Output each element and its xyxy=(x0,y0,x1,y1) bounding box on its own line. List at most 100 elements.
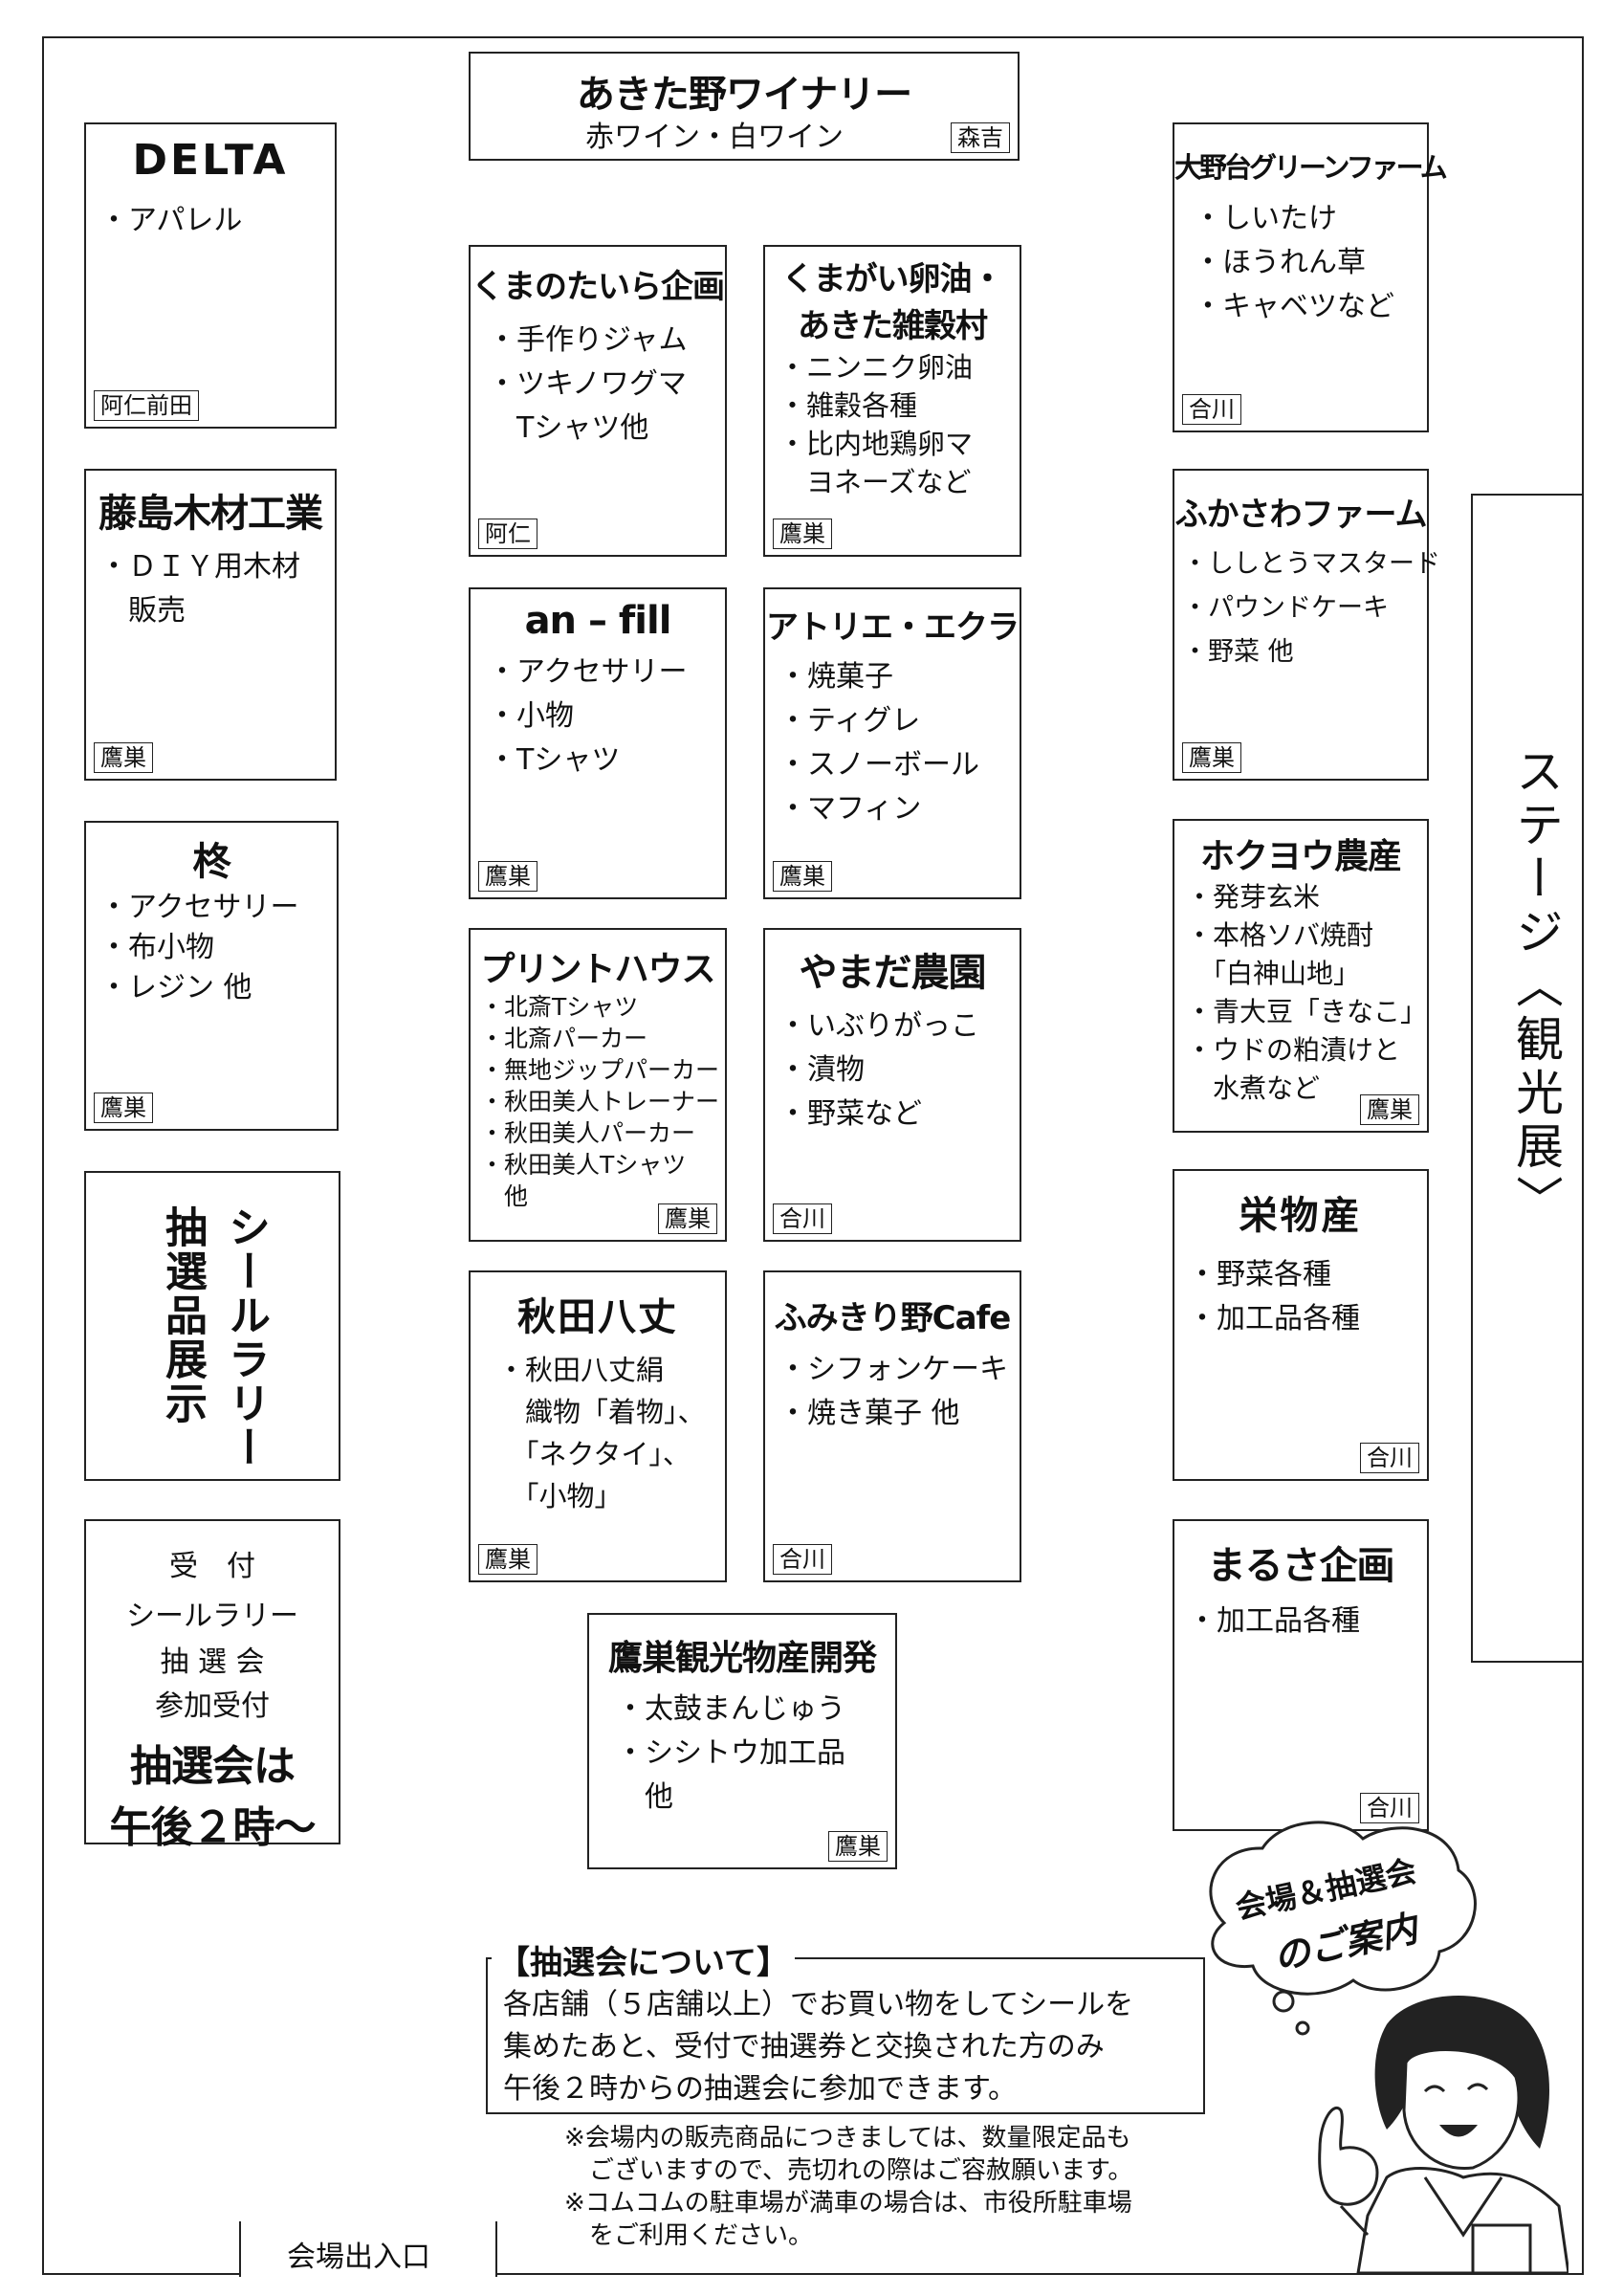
list-item: ・比内地鶏卵マ xyxy=(779,428,974,460)
booth-desc: 赤ワイン・白ワイン xyxy=(585,121,844,154)
list-item: 集めたあと、受付で抽選券と交換された方のみ xyxy=(503,2030,1105,2064)
area-tag: 鷹巣 xyxy=(478,1544,537,1575)
reception: 受 付 シールラリー 抽 選 会 参加受付 抽選会は 午後２時〜 xyxy=(84,1519,340,1852)
booth-items: ・焼菓子 ・ティグレ ・スノーボール ・マフィン xyxy=(779,655,1020,831)
booth-items: ・しいたけ ・ほうれん草 ・キャベツなど xyxy=(1194,197,1427,329)
lottery-info: 各店舗（５店舗以上）でお買い物をしてシールを 集めたあと、受付で抽選券と交換され… xyxy=(486,1957,1205,2114)
area-tag: 合川 xyxy=(1360,1793,1419,1823)
booth-delta: DELTA ・アパレル 阿仁前田 xyxy=(84,122,337,429)
stage: ステージ〈観光展〉 xyxy=(1471,494,1584,1663)
booth-items: ・シフォンケーキ ・焼き菓子 他 xyxy=(779,1348,1020,1436)
booth-name: くまのたいら企画 xyxy=(472,268,725,306)
note-line: ※会場内の販売商品につきましては、数量限定品も xyxy=(564,2124,1131,2152)
list-item: ・北斎Tシャツ xyxy=(480,993,639,1021)
reception-label: 参加受付 xyxy=(155,1689,270,1723)
booth-hokuyo: ホクヨウ農産 ・発芽玄米 ・本格ソバ焼酎 「白神山地」 ・青大豆「きなこ」 ・ウ… xyxy=(1173,819,1429,1133)
list-item: ・アクセサリー xyxy=(99,891,299,924)
lottery-text: 各店舗（５店舗以上）でお買い物をしてシールを 集めたあと、受付で抽選券と交換され… xyxy=(503,1984,1203,2110)
list-item: ・秋田美人トレーナー xyxy=(480,1088,720,1115)
list-item: ・小物 xyxy=(488,699,574,733)
booth-hachijo: 秋田八丈 ・秋田八丈絹 織物「着物」、 「ネクタイ」、 「小物」 鷹巣 xyxy=(469,1270,727,1582)
list-item: ・ティグレ xyxy=(779,704,921,738)
list-item: ・北斎パーカー xyxy=(480,1025,648,1052)
list-item: ・焼き菓子 他 xyxy=(779,1397,960,1430)
booth-name: 藤島木材工業 xyxy=(99,492,323,536)
list-item: 水煮など xyxy=(1186,1072,1321,1104)
sealrally-display: シールラリー 抽選品展示 xyxy=(84,1171,340,1481)
booth-name: まるさ企画 xyxy=(1207,1544,1395,1588)
area-tag: 鷹巣 xyxy=(773,519,832,549)
list-item: 他 xyxy=(616,1780,673,1814)
booth-onodai: 大野台グリーンファーム ・しいたけ ・ほうれん草 ・キャベツなど 合川 xyxy=(1173,122,1448,432)
list-item: ・ししとうマスタード xyxy=(1182,549,1440,579)
speech-bubble-icon xyxy=(1209,1821,1477,2036)
booth-name: an – fill xyxy=(524,599,672,643)
list-item: 各店舗（５店舗以上）でお買い物をしてシールを xyxy=(503,1988,1134,2021)
notes: ※会場内の販売商品につきましては、数量限定品も ございますので、売切れの際はご容… xyxy=(564,2122,1132,2252)
booth-yamada: やまだ農園 ・いぶりがっこ ・漬物 ・野菜など 合川 xyxy=(763,928,1021,1242)
booth-items: ・アパレル xyxy=(99,196,335,238)
booth-items: ・加工品各種 xyxy=(1188,1600,1427,1644)
area-tag: 合川 xyxy=(1360,1443,1419,1473)
entrance-left-line xyxy=(239,2221,241,2277)
list-item: ・アパレル xyxy=(99,204,243,237)
list-item: 「ネクタイ」、 xyxy=(497,1438,691,1470)
booth-atelier: アトリエ・エクラ ・焼菓子 ・ティグレ ・スノーボール ・マフィン 鷹巣 xyxy=(763,587,1021,899)
booth-name: アトリエ・エクラ xyxy=(766,608,1020,647)
area-tag: 森吉 xyxy=(951,122,1010,153)
list-item: ・いぶりがっこ xyxy=(779,1009,979,1043)
booth-sakae: 栄物産 ・野菜各種 ・加工品各種 合川 xyxy=(1173,1169,1429,1481)
area-tag: 鷹巣 xyxy=(478,861,537,892)
list-item: ・アクセサリー xyxy=(488,655,688,689)
area-tag: 鷹巣 xyxy=(1360,1094,1419,1125)
booth-print: プリントハウス ・北斎Tシャツ ・北斎パーカー ・無地ジップパーカー ・秋田美人… xyxy=(469,928,727,1242)
booth-takanosu: 鷹巣観光物産開発 ・太鼓まんじゅう ・シシトウ加工品 他 鷹巣 xyxy=(587,1613,897,1869)
list-item: ・秋田美人パーカー xyxy=(480,1119,696,1147)
area-tag: 鷹巣 xyxy=(94,1093,153,1123)
list-item: ・野菜 他 xyxy=(1182,637,1294,667)
list-item: ・布小物 xyxy=(99,931,214,964)
list-item: ・ほうれん草 xyxy=(1194,246,1366,279)
list-item: ・レジン 他 xyxy=(99,971,252,1004)
area-tag: 合川 xyxy=(773,1203,832,1234)
booth-name: プリントハウス xyxy=(480,950,715,989)
booth-items: ・アクセサリー ・小物 ・Tシャツ xyxy=(488,651,725,783)
list-item: ・加工品各種 xyxy=(1188,1604,1360,1638)
booth-items: ・いぶりがっこ ・漬物 ・野菜など xyxy=(779,1004,1020,1137)
booth-fujishima: 藤島木材工業 ・ＤＩＹ用木材 販売 鷹巣 xyxy=(84,469,337,781)
lottery-time: 抽選会は xyxy=(130,1742,296,1791)
list-item: ・Tシャツ xyxy=(488,743,621,777)
booth-name: あきた野ワイナリー xyxy=(576,73,912,117)
booth-items: ・ニンニク卵油 ・雑穀各種 ・比内地鶏卵マ ヨネーズなど xyxy=(779,348,1020,501)
list-item: ヨネーズなど xyxy=(779,466,972,498)
booth-items: ・アクセサリー ・布小物 ・レジン 他 xyxy=(99,888,337,1008)
list-item: ・シシトウ加工品 xyxy=(616,1736,845,1770)
list-item: ・青大豆「きなこ」 xyxy=(1186,996,1428,1027)
booth-items: ・太鼓まんじゅう ・シシトウ加工品 他 xyxy=(616,1688,895,1820)
list-item: ・焼菓子 xyxy=(779,660,893,694)
booth-items: ・手作りジャム ・ツキノワグマ Tシャツ他 xyxy=(488,319,725,451)
booth-name: ふかさわファーム xyxy=(1174,496,1428,534)
area-tag: 鷹巣 xyxy=(658,1203,717,1234)
booth-items: ・発芽玄米 ・本格ソバ焼酎 「白神山地」 ・青大豆「きなこ」 ・ウドの粕漬けと … xyxy=(1186,878,1427,1108)
booth-marusa: まるさ企画 ・加工品各種 合川 xyxy=(1173,1519,1429,1831)
list-item: ・野菜各種 xyxy=(1188,1258,1331,1292)
list-item: ・ツキノワグマ xyxy=(488,367,687,401)
booth-name: くまがい卵油・ xyxy=(781,260,1004,298)
area-tag: 鷹巣 xyxy=(828,1831,888,1862)
entrance-gap xyxy=(239,2269,497,2277)
reception-label: 抽 選 会 xyxy=(160,1645,265,1679)
list-item: ・ニンニク卵油 xyxy=(779,351,974,384)
note-line: をご利用ください。 xyxy=(564,2221,814,2250)
area-tag: 合川 xyxy=(773,1544,832,1575)
stage-label: ステージ〈観光展〉 xyxy=(1508,746,1564,1228)
reception-label: 受 付 xyxy=(169,1550,255,1583)
booth-fumikiri: ふみきり野Cafe ・シフォンケーキ ・焼き菓子 他 合川 xyxy=(763,1270,1021,1582)
booth-name: 栄物産 xyxy=(1239,1194,1363,1238)
area-tag: 鷹巣 xyxy=(1182,742,1241,773)
list-item: 午後２時からの抽選会に参加できます。 xyxy=(503,2072,1017,2106)
list-item: 他 xyxy=(480,1182,529,1210)
booth-hiiragi: 柊 ・アクセサリー ・布小物 ・レジン 他 鷹巣 xyxy=(84,821,339,1131)
list-item: ・無地ジップパーカー xyxy=(480,1056,720,1084)
list-item: ・ウドの粕漬けと xyxy=(1186,1034,1401,1066)
